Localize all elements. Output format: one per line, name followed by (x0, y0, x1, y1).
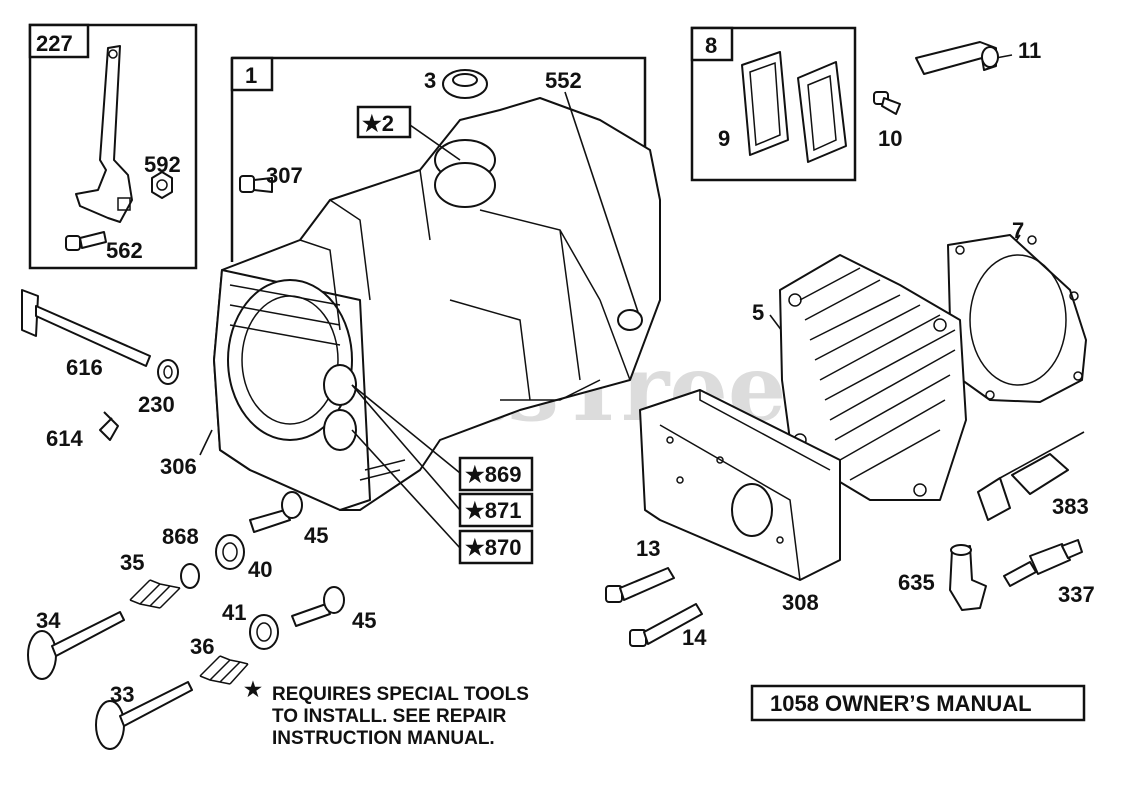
callout-383[interactable]: 383 (1052, 494, 1089, 519)
callout-36[interactable]: 36 (190, 634, 214, 659)
callout-7[interactable]: 7 (1012, 218, 1024, 243)
callout-868[interactable]: 868 (162, 524, 199, 549)
callout-5[interactable]: 5 (752, 300, 764, 325)
governor-lever[interactable] (75, 45, 133, 223)
callout-35[interactable]: 35 (120, 550, 144, 575)
air-guide-308[interactable] (639, 389, 841, 581)
clip-614[interactable] (99, 411, 119, 441)
oil-seal-3[interactable] (442, 69, 488, 99)
callout-2-box (356, 105, 412, 139)
spring-35[interactable] (129, 579, 181, 609)
cylinder-head-5[interactable] (779, 254, 967, 501)
callout-45-upper[interactable]: 45 (304, 523, 328, 548)
callout-11[interactable]: 11 (1018, 38, 1041, 63)
spring-36[interactable] (199, 655, 249, 685)
callout-306[interactable]: 306 (160, 454, 197, 479)
callout-33[interactable]: 33 (110, 682, 134, 707)
bolt-14[interactable] (629, 603, 703, 647)
dipstick-tube-616[interactable] (21, 289, 151, 367)
callout-869[interactable]: ★869 (465, 462, 521, 487)
valve-cap-868[interactable] (180, 563, 200, 589)
valve-33[interactable] (95, 681, 193, 750)
screw-562[interactable] (65, 231, 107, 251)
callout-13[interactable]: 13 (636, 536, 660, 561)
callout-3[interactable]: 3 (424, 68, 436, 93)
group-1-box (230, 56, 647, 262)
valve-34[interactable] (27, 611, 125, 680)
callout-34[interactable]: 34 (36, 608, 61, 633)
callout-614[interactable]: 614 (46, 426, 83, 451)
callout-552[interactable]: 552 (545, 68, 582, 93)
retainer-41[interactable] (249, 614, 279, 650)
callout-635[interactable]: 635 (898, 570, 935, 595)
callout-41[interactable]: 41 (222, 600, 246, 625)
ground-wire-383[interactable] (977, 431, 1085, 521)
cylinder-block-306[interactable] (213, 97, 661, 511)
note-star-icon: ★ (244, 679, 262, 701)
bolt-307[interactable] (239, 175, 273, 193)
manual-label: 1058 OWNER’S MANUAL (770, 691, 1032, 716)
callout-230[interactable]: 230 (138, 392, 175, 417)
head-gasket-7[interactable] (947, 234, 1087, 403)
callout-2[interactable]: ★2 (362, 111, 394, 136)
callout-870-box (458, 529, 534, 565)
spark-plug-boot-635[interactable] (949, 544, 987, 611)
callout-592[interactable]: 592 (144, 152, 181, 177)
callout-562[interactable]: 562 (106, 238, 143, 263)
breather-tube-11[interactable] (915, 41, 999, 75)
callout-9[interactable]: 9 (718, 126, 730, 151)
note-line-3: INSTRUCTION MANUAL. (272, 728, 495, 749)
note-line-2: TO INSTALL. SEE REPAIR (272, 706, 507, 727)
callout-307[interactable]: 307 (266, 163, 303, 188)
manual-label-box (750, 684, 1086, 722)
tappet-45-upper[interactable] (249, 491, 303, 533)
callout-308[interactable]: 308 (782, 590, 819, 615)
note-line-1: REQUIRES SPECIAL TOOLS (272, 684, 529, 705)
callout-871[interactable]: ★871 (465, 498, 521, 523)
callout-871-box (458, 492, 534, 528)
callout-227[interactable]: 227 (36, 31, 73, 56)
callout-40[interactable]: 40 (248, 557, 272, 582)
screw-10[interactable] (873, 91, 901, 115)
callout-10[interactable]: 10 (878, 126, 902, 151)
callout-45-lower[interactable]: 45 (352, 608, 376, 633)
breather-cover[interactable] (797, 61, 847, 163)
callout-8[interactable]: 8 (705, 33, 717, 58)
tappet-45-lower[interactable] (291, 586, 345, 627)
leader-lines (199, 54, 1021, 549)
callout-869-box (458, 456, 534, 492)
callout-337[interactable]: 337 (1058, 582, 1095, 607)
callout-1[interactable]: 1 (245, 63, 257, 88)
callout-870[interactable]: ★870 (465, 535, 521, 560)
bolt-13[interactable] (605, 567, 675, 603)
gasket-9[interactable] (741, 51, 789, 156)
callout-14[interactable]: 14 (682, 625, 707, 650)
callout-616[interactable]: 616 (66, 355, 103, 380)
retainer-40[interactable] (215, 534, 245, 570)
spark-plug-337[interactable] (1003, 539, 1083, 587)
nut-592[interactable] (151, 171, 173, 199)
seal-230[interactable] (157, 359, 179, 385)
